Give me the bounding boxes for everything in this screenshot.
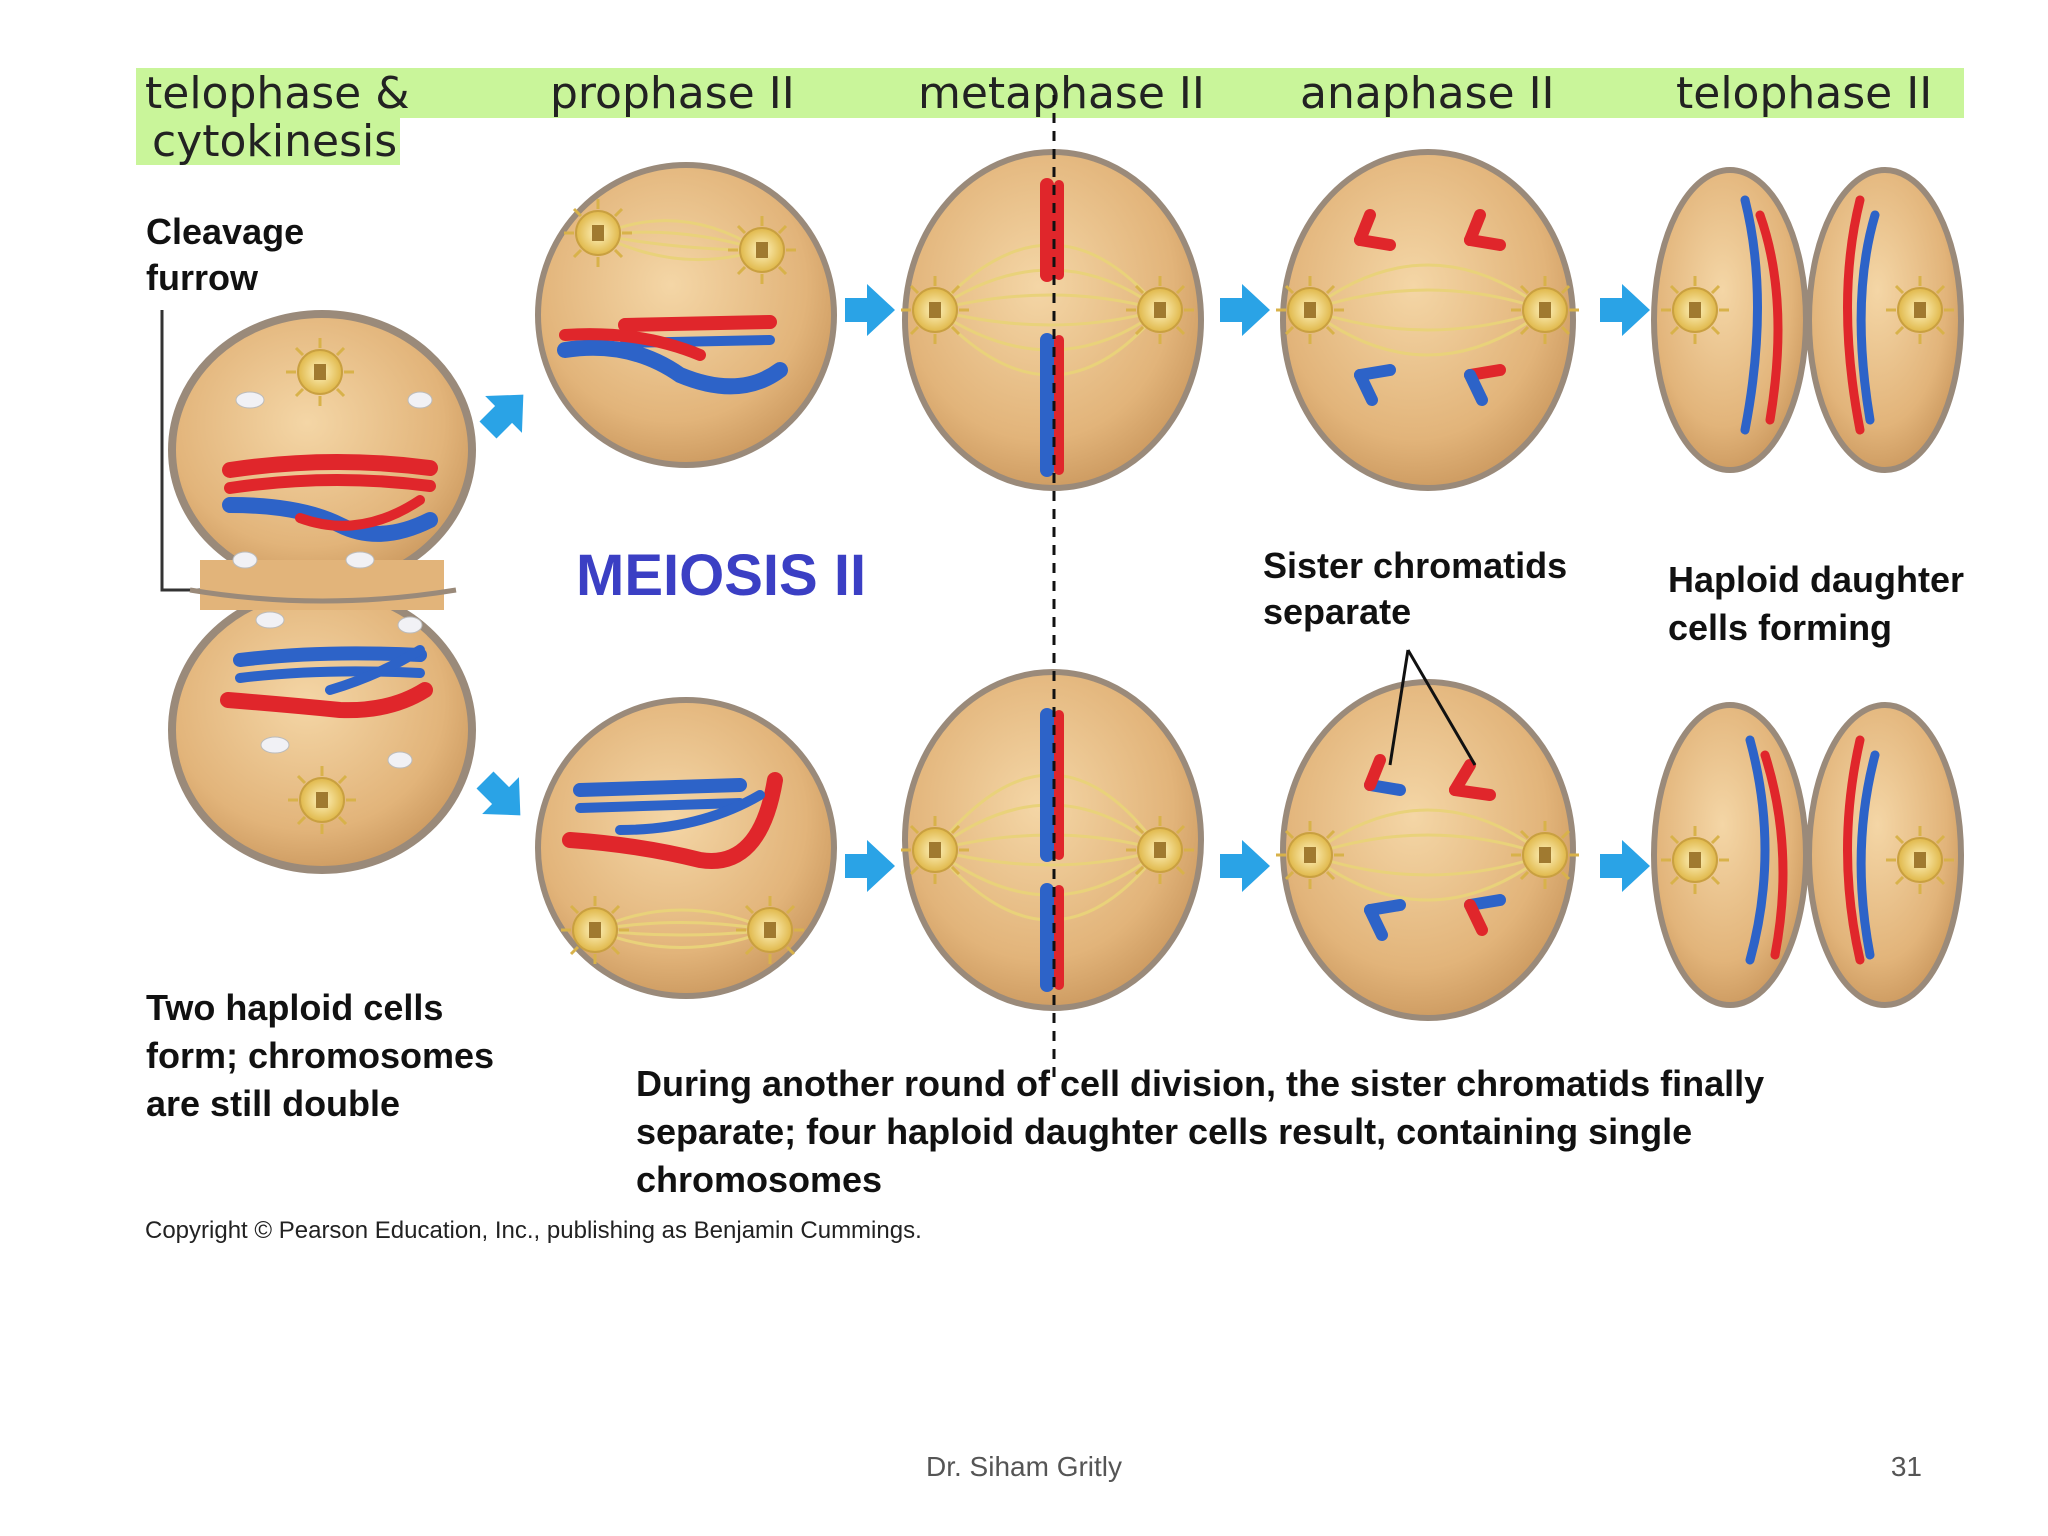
stage-label-anaphase-ii: anaphase II — [1300, 68, 1555, 119]
copyright-text: Copyright © Pearson Education, Inc., pub… — [145, 1217, 922, 1244]
arrow-top-metaphase-to-anaphase — [1220, 284, 1270, 336]
metaphase-ii-bottom-cell — [899, 669, 1204, 1011]
cleavage-text-line2: furrow — [146, 257, 259, 298]
two-haploid-label-2: form; chromosomes — [146, 1035, 494, 1076]
telophase-ii-top-cells — [1651, 167, 1964, 473]
haploid-daughter-label-1: Haploid daughter — [1668, 559, 1964, 600]
during-caption-3: chromosomes — [636, 1159, 882, 1200]
sister-chromatids-label-2: separate — [1263, 591, 1411, 632]
arrow-bottom-prophase-to-metaphase — [845, 840, 895, 892]
two-haploid-label-3: are still double — [146, 1083, 400, 1124]
footer-author: Dr. Siham Gritly — [926, 1451, 1122, 1482]
meiosis-ii-title: MEIOSIS II — [576, 543, 866, 608]
during-caption-1: During another round of cell division, t… — [636, 1063, 1764, 1104]
stage-label-metaphase-ii: metaphase II — [918, 68, 1205, 119]
cleavage-furrow-label: Cleavage furrow — [146, 211, 304, 592]
arrow-bottom-metaphase-to-anaphase — [1220, 840, 1270, 892]
arrow-top-prophase-to-metaphase — [845, 284, 895, 336]
stage-label-telophase-ii: telophase II — [1676, 68, 1932, 119]
sister-chromatids-label-1: Sister chromatids — [1263, 545, 1567, 586]
footer-page-number: 31 — [1891, 1451, 1922, 1482]
metaphase-ii-top-cell — [899, 149, 1204, 491]
stage-label-telophase-1: telophase & — [145, 68, 410, 119]
stage-label-cytokinesis: cytokinesis — [152, 116, 397, 167]
prophase-ii-bottom-cell — [535, 697, 837, 999]
telophase-i-cell — [168, 310, 476, 874]
telophase-ii-bottom-cells — [1651, 702, 1964, 1008]
anaphase-ii-bottom-cell — [1274, 679, 1581, 1021]
cleavage-text-line1: Cleavage — [146, 211, 304, 252]
anaphase-ii-top-cell — [1274, 149, 1581, 491]
arrow-to-bottom-prophase — [466, 761, 539, 834]
haploid-daughter-label-2: cells forming — [1668, 607, 1892, 648]
stage-header-band: telophase & cytokinesis prophase II meta… — [136, 68, 1964, 167]
sister-chromatids-pointer — [1388, 649, 1477, 766]
during-caption-2: separate; four haploid daughter cells re… — [636, 1111, 1692, 1152]
prophase-ii-top-cell — [535, 162, 837, 468]
two-haploid-label-1: Two haploid cells — [146, 987, 443, 1028]
arrow-top-anaphase-to-telophase — [1600, 284, 1650, 336]
stage-label-prophase-ii: prophase II — [550, 68, 795, 119]
arrow-bottom-anaphase-to-telophase — [1600, 840, 1650, 892]
arrow-to-top-prophase — [469, 376, 542, 449]
